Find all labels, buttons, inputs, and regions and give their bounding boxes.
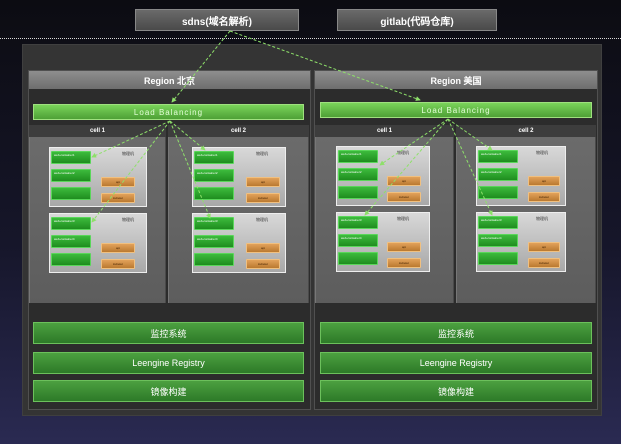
container-box [51,187,91,200]
api-box: api [101,177,135,187]
host-label: 物理机 [122,217,134,222]
kubelet-box: kubelet [528,192,560,202]
container-box [478,252,518,265]
container-box [338,186,378,199]
arrow-sdns-beijing [171,30,231,103]
kubelet-box: kubelet [246,193,280,203]
cell-title-text: cell 1 [89,128,105,134]
api-box: api [387,176,421,186]
cell-title: cell 2 [456,125,596,137]
kubelet-box: kubelet [387,258,421,268]
container-box: web-container3 [51,217,91,230]
container-box [194,187,234,200]
cell-title-text: cell 2 [230,128,246,134]
api-box: api [246,243,280,253]
sdns-box: sdns(域名解析) [135,9,299,31]
api-box: api [101,243,135,253]
api-box: api [246,177,280,187]
host-label: 物理机 [256,151,268,156]
arrow-lb [447,118,493,216]
kubelet-box: kubelet [246,259,280,269]
cell-title-text: cell 1 [376,128,392,134]
host-label: 物理机 [122,151,134,156]
bar-label: 监控系统 [437,328,474,339]
cell-title: cell 2 [168,125,309,137]
monitoring-bar: 监控系统 [33,322,304,344]
arrow-lb [447,118,493,151]
container-box: web-container4 [478,234,518,247]
container-box: web-container2 [478,168,518,181]
container-box: web-container4 [338,234,378,247]
arrow-lb [169,120,211,219]
region-title-text: Region 北京 [144,75,195,86]
kubelet-box: kubelet [101,259,135,269]
region-title-text: Region 美国 [430,75,482,86]
kubelet-box: kubelet [101,193,135,203]
container-box: web-container1 [51,151,91,164]
kubelet-box: kubelet [387,192,421,202]
api-box: api [387,242,421,252]
registry-bar: Leengine Registry [320,352,592,374]
arrow-lb [379,118,449,166]
load-balancer: Load Balancing [320,102,592,118]
container-box: web-container3 [478,216,518,229]
lb-label: Load Balancing [421,105,491,115]
bar-label: Leengine Registry [419,358,493,368]
host-label: 物理机 [397,216,409,221]
gitlab-label: gitlab(代码仓库) [380,16,454,28]
cell-title-text: cell 2 [518,128,534,134]
registry-bar: Leengine Registry [33,352,304,374]
arrow-lb [91,120,171,158]
api-box: api [528,176,560,186]
host-label: 物理机 [536,150,548,155]
container-box: web-container2 [338,168,378,181]
container-box [478,186,518,199]
sdns-label: sdns(域名解析) [182,16,252,28]
region-title: Region 北京 [29,71,310,89]
container-box [194,253,234,266]
container-box: web-container3 [338,216,378,229]
container-box: web-container3 [194,217,234,230]
host-label: 物理机 [536,216,548,221]
arrow-sdns-us [229,30,421,101]
container-box: web-container4 [194,235,234,248]
api-box: api [528,242,560,252]
container-box [338,252,378,265]
gitlab-box: gitlab(代码仓库) [337,9,497,31]
cell-title: cell 1 [29,125,166,137]
region-title: Region 美国 [315,71,597,89]
image-build-bar: 镜像构建 [320,380,592,402]
container-box: web-container4 [51,235,91,248]
load-balancer: Load Balancing [33,104,304,120]
kubelet-box: kubelet [528,258,560,268]
monitoring-bar: 监控系统 [320,322,592,344]
bar-label: 监控系统 [150,328,187,339]
container-box: web-container1 [338,150,378,163]
divider-line [0,38,621,39]
arrow-lb [91,120,171,223]
container-box: web-container2 [194,169,234,182]
container-box: web-container1 [194,151,234,164]
arrow-lb [364,118,449,216]
container-box: web-container2 [51,169,91,182]
image-build-bar: 镜像构建 [33,380,304,402]
host-label: 物理机 [397,150,409,155]
cell-title: cell 1 [315,125,454,137]
lb-label: Load Balancing [133,107,204,117]
container-box [51,253,91,266]
host-label: 物理机 [256,217,268,222]
container-box: web-container1 [478,150,518,163]
bar-label: Leengine Registry [132,358,205,368]
bar-label: 镜像构建 [150,386,187,397]
arrow-lb [169,120,206,151]
bar-label: 镜像构建 [437,386,474,397]
